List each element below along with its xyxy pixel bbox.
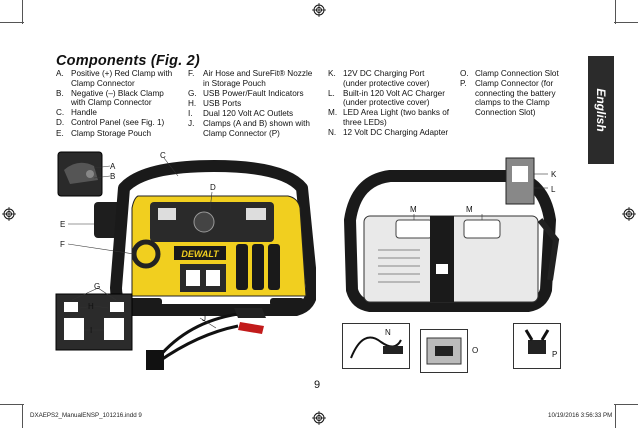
list-item: J.Clamps (A and B) shown with Clamp Conn… (188, 118, 310, 138)
crop-mark (614, 404, 638, 405)
callout-f: F (60, 240, 65, 249)
callout-e: E (60, 220, 66, 229)
thumbnail-p (513, 323, 561, 369)
list-item: H.USB Ports (188, 98, 242, 108)
list-item: A.Positive (+) Red Clamp with Clamp Conn… (56, 69, 173, 88)
list-item: M.LED Area Light (two banks of three LED… (328, 108, 450, 127)
registration-mark-icon (2, 207, 16, 221)
callout-m-left: M (410, 205, 417, 214)
callout-i: I (90, 326, 93, 335)
registration-mark-icon (312, 411, 326, 425)
callout-l: L (551, 185, 556, 194)
callout-b: B (110, 172, 116, 181)
brand-logo: DEWALT (181, 249, 220, 259)
clamp-connection-slot-icon (426, 337, 462, 365)
clamp-connector-icon (524, 329, 550, 354)
list-item: F.Air Hose and SureFit® Nozzle in Storag… (188, 69, 313, 88)
thumbnail-n (342, 323, 410, 369)
callout-k: K (551, 170, 557, 179)
list-item: C.Handle (56, 108, 97, 118)
registration-mark-icon (312, 3, 326, 17)
dc-charging-adapter-icon (350, 336, 403, 359)
callout-o: O (472, 346, 479, 355)
list-item: K.12V DC Charging Port (under protective… (328, 69, 430, 88)
callout-a: A (110, 162, 116, 171)
list-item: B.Negative (–) Black Clamp with Clamp Co… (56, 88, 164, 108)
list-item: D.Control Panel (see Fig. 1) (56, 118, 165, 128)
crop-mark (22, 404, 23, 428)
callout-d: D (210, 183, 216, 192)
crop-mark (22, 0, 23, 24)
component-list-col4: O.Clamp Connection Slot P.Clamp Connecto… (460, 69, 574, 118)
crop-mark (615, 0, 616, 24)
back-view-illustration (344, 157, 560, 312)
component-list-col1: A.Positive (+) Red Clamp with Clamp Conn… (56, 69, 176, 139)
crop-mark (0, 404, 24, 405)
page-number: 9 (314, 379, 321, 391)
crop-mark (615, 404, 616, 428)
language-tab-label: English (594, 88, 608, 132)
registration-mark-icon (622, 207, 636, 221)
list-item: O.Clamp Connection Slot (460, 69, 559, 78)
callout-g: G (94, 282, 101, 291)
footer-timestamp: 10/19/2016 3:56:33 PM (548, 412, 613, 419)
list-item: P.Clamp Connector (for connecting the ba… (460, 79, 556, 117)
list-item: G.USB Power/Fault Indicators (188, 88, 304, 98)
callout-c: C (160, 151, 166, 160)
component-list-col3: K.12V DC Charging Port (under protective… (328, 69, 450, 138)
callout-j: J (202, 314, 206, 323)
list-item: L.Built-in 120 Volt AC Charger (under pr… (328, 88, 445, 108)
crop-mark (614, 22, 638, 23)
component-list-col2: F.Air Hose and SureFit® Nozzle in Storag… (188, 69, 316, 139)
callout-h: H (88, 302, 94, 311)
callout-m-right: M (466, 205, 473, 214)
crop-mark (0, 22, 24, 23)
list-item: E.Clamp Storage Pouch (56, 128, 152, 138)
list-item: N.12 Volt DC Charging Adapter (328, 128, 449, 138)
page-title: Components (Fig. 2) (56, 53, 200, 69)
footer-file: DXAEPS2_ManualENSP_101216.indd 9 (30, 412, 142, 419)
thumbnail-o (420, 329, 468, 373)
list-item: I.Dual 120 Volt AC Outlets (188, 108, 294, 118)
callout-p: P (552, 350, 558, 359)
language-tab: English (588, 56, 614, 164)
front-view-illustration: DEWALT (55, 151, 316, 370)
callout-n: N (385, 328, 391, 337)
